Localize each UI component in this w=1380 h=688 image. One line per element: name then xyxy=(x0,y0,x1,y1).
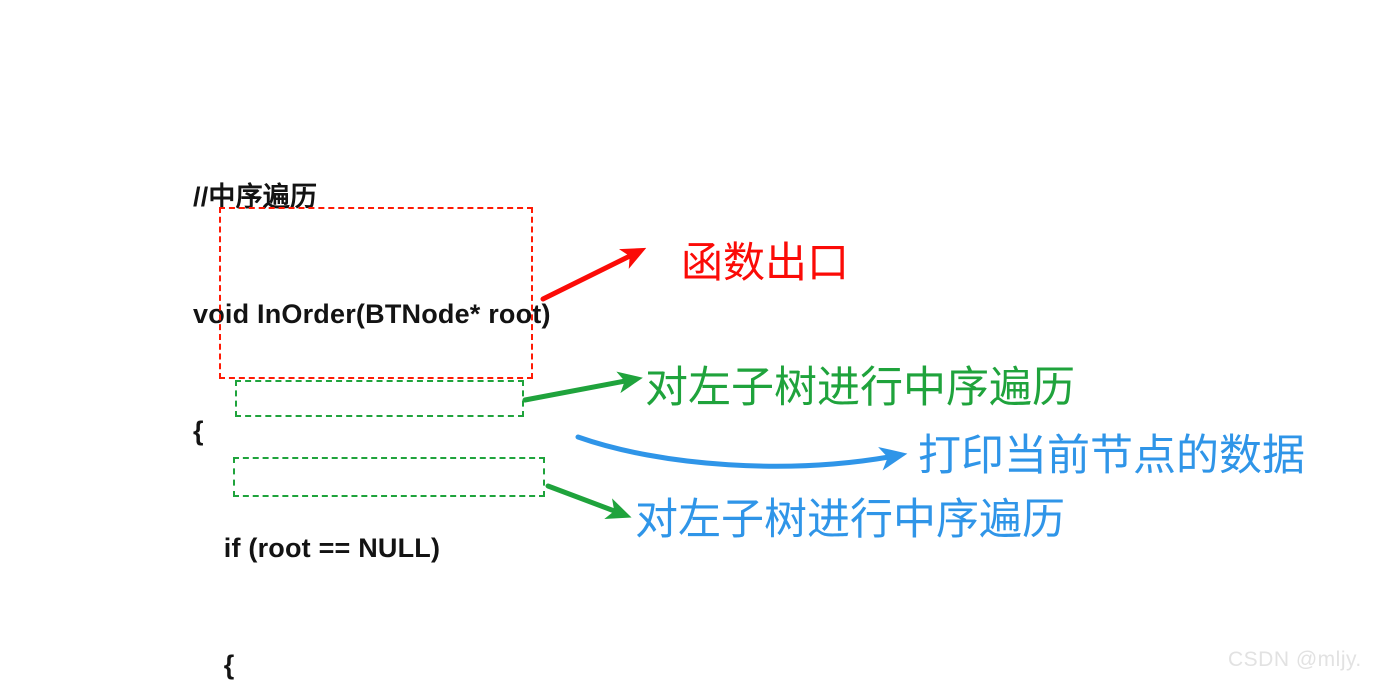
code-line-if: if (root == NULL) xyxy=(193,533,441,563)
code-listing: //中序遍历 void InOrder(BTNode* root) { if (… xyxy=(193,100,551,688)
arrow-right-subtree xyxy=(545,483,632,519)
annotation-right-subtree: 对左子树进行中序遍历 xyxy=(635,496,1065,544)
right-recursion-box xyxy=(233,457,545,497)
left-recursion-box xyxy=(235,380,524,417)
base-case-box xyxy=(219,207,533,379)
arrow-exit xyxy=(540,247,647,302)
code-line-if-open: { xyxy=(193,650,235,680)
annotation-print-node: 打印当前节点的数据 xyxy=(918,432,1305,480)
watermark: CSDN @mljy. xyxy=(1228,648,1362,671)
annotation-left-subtree: 对左子树进行中序遍历 xyxy=(645,364,1075,412)
code-line-signature: void InOrder(BTNode* root) xyxy=(193,299,551,329)
annotation-exit: 函数出口 xyxy=(681,239,850,286)
arrow-print-node xyxy=(575,434,908,471)
code-line-open-brace: { xyxy=(193,416,204,446)
